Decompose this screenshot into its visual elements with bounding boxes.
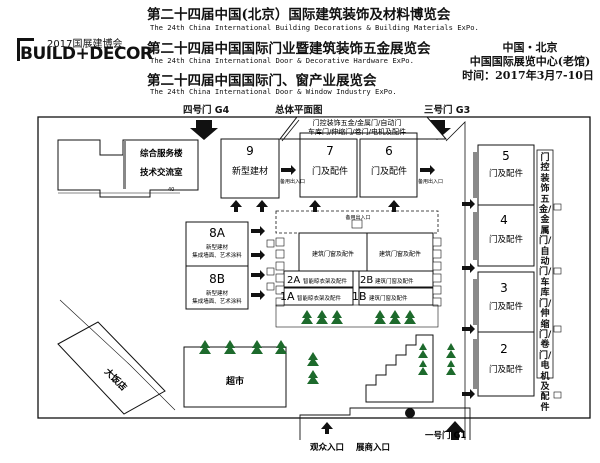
hall-6-entrance-arrow xyxy=(388,200,400,212)
top-banner-building xyxy=(278,116,448,140)
gate-g4-label: 四号门 G4 xyxy=(183,105,230,116)
hall-1a-label: 智能晾衣架及配件 xyxy=(297,294,342,302)
scale-mark: 40 xyxy=(168,187,174,193)
hall-2-label: 门及配件 xyxy=(489,364,524,375)
tech-room-label: 技术交流室 xyxy=(140,167,183,178)
title-en-3: The 24th China International Door & Wind… xyxy=(150,87,397,96)
exhibitor-entrance-label: 展商入口 xyxy=(355,442,390,453)
bottom-entrance-arrow xyxy=(321,422,333,434)
hotel-driveway xyxy=(59,299,176,411)
stepped-building xyxy=(365,334,434,403)
gate-g1-marker xyxy=(405,408,415,418)
hall-9-number: 9 xyxy=(246,144,254,158)
service-building-label: 综合服务楼 xyxy=(140,148,183,159)
plan-title: 总体平面图 xyxy=(275,105,323,116)
top-road-line-left xyxy=(281,119,300,142)
bottom-road xyxy=(299,407,471,440)
right-halls-arrows xyxy=(462,199,475,399)
hall-7-entrance-arrow xyxy=(309,200,321,212)
gate-g1-label: 一号门 G1 xyxy=(425,430,466,441)
central-trees xyxy=(301,310,416,324)
central-upper-left-label: 建筑门窗及配件 xyxy=(312,250,354,258)
hall-2-number: 2 xyxy=(500,342,508,356)
hall-8b-line2: 集成墙面、艺术涂料 xyxy=(192,297,242,305)
hall-3-label: 门及配件 xyxy=(489,301,524,312)
title-en-2: The 24th China International Door & Deco… xyxy=(150,56,414,65)
standby-exit-center: 备用出入口 xyxy=(345,214,370,221)
top-banner-line1: 门控装饰五金/金属门/自动门 xyxy=(313,118,402,127)
hall-8b-line1: 新型建材 xyxy=(206,289,229,297)
hall-2b-number: 2B xyxy=(360,275,373,286)
hall-3 xyxy=(477,271,535,333)
central-upper-left xyxy=(298,232,368,272)
standby-exit-arrow-right xyxy=(281,165,296,175)
hall-1b-label: 建筑门窗及配件 xyxy=(369,294,408,302)
expo-logo xyxy=(15,30,135,66)
side-banner-text: 门控装饰五金/金属门/自动门/车库门/伸缩门/卷门/电机及配件 xyxy=(539,153,552,413)
hall-8a xyxy=(185,221,249,267)
hall-8b xyxy=(185,265,249,310)
hall-7-label: 门及配件 xyxy=(312,165,348,177)
title-en-1: The 24th China International Building De… xyxy=(150,23,479,32)
side-banner-box xyxy=(536,149,554,379)
hall-5-number: 5 xyxy=(502,149,510,163)
central-lower-plaza xyxy=(275,304,439,328)
hall-4 xyxy=(477,204,535,267)
hall-7-number: 7 xyxy=(326,144,334,158)
hall-7 xyxy=(299,138,358,198)
event-dates: 时间：2017年3月7-10日 xyxy=(462,69,594,82)
logo-year-text: 2017国展建博会 xyxy=(47,39,123,50)
title-cn-2: 第二十四届中国国际门业暨建筑装饰五金展览会 xyxy=(147,41,431,57)
gate-g4-arrow xyxy=(190,120,218,140)
standby-exit-right: 备用出入口 xyxy=(418,178,443,185)
hall-9-entrance-arrow-2 xyxy=(256,200,268,212)
gate-g1-arrow xyxy=(445,421,465,440)
hall-8b-number: 8B xyxy=(209,272,225,286)
hall-9 xyxy=(220,138,280,199)
central-marker-cells xyxy=(275,219,442,307)
right-side-cells xyxy=(553,203,562,399)
logo-frame xyxy=(17,38,34,61)
hall-9-entrance-arrow-1 xyxy=(230,200,242,212)
hall-6-label: 门及配件 xyxy=(371,165,407,177)
hotel-building xyxy=(57,321,166,415)
venue-name: 中国国际展览中心(老馆) xyxy=(469,55,591,68)
supermarket-trees xyxy=(199,340,319,384)
top-banner-line2: 车库门/伸缩门/卷门/电机及配件 xyxy=(308,127,406,136)
standby-exit-left: 备用出入口 xyxy=(280,178,305,185)
hall-8a-line1: 新型建材 xyxy=(206,243,229,251)
hall-8-side-cells xyxy=(266,239,275,291)
hall-1a-number: 1A xyxy=(280,290,295,303)
right-halls-gray-wall xyxy=(473,152,478,389)
gate-g3-label: 三号门 G3 xyxy=(424,105,471,116)
hall-3-number: 3 xyxy=(500,281,508,295)
title-cn-3: 第二十四届中国国际门、窗产业展览会 xyxy=(147,73,377,89)
hall-2a-label: 智能晾衣架及配件 xyxy=(303,277,348,285)
hall-2b-label: 建筑门窗及配件 xyxy=(375,277,414,285)
hall-2a-number: 2A xyxy=(287,275,300,286)
supermarket-building xyxy=(183,346,287,408)
visitor-entrance-label: 观众入口 xyxy=(310,442,344,453)
venue-city: 中国・北京 xyxy=(502,41,558,54)
logo-brand-text: BUILD+DECOR xyxy=(20,44,153,64)
hall-9-label: 新型建材 xyxy=(232,165,268,177)
hall-6-number: 6 xyxy=(385,144,393,158)
hall-6 xyxy=(359,138,418,198)
stepped-trees xyxy=(418,343,456,375)
service-building xyxy=(57,139,199,198)
hall-4-label: 门及配件 xyxy=(489,234,524,245)
standby-exit-arrow-left xyxy=(420,165,435,175)
hall-1b-number: 1B xyxy=(352,290,367,303)
hall-8a-line2: 集成墙面、艺术涂料 xyxy=(192,251,242,259)
service-building-gray xyxy=(123,141,126,189)
central-upper-right-label: 建筑门窗及配件 xyxy=(379,250,421,258)
hall-5-label: 门及配件 xyxy=(489,168,524,179)
hall-8a-number: 8A xyxy=(209,226,226,240)
hall-8-arrows xyxy=(251,226,265,300)
title-cn-1: 第二十四届中国(北京）国际建筑装饰及材料博览会 xyxy=(147,7,451,23)
supermarket-label: 超市 xyxy=(225,375,244,387)
top-road-line-right xyxy=(445,121,466,440)
hall-4-number: 4 xyxy=(500,213,508,227)
